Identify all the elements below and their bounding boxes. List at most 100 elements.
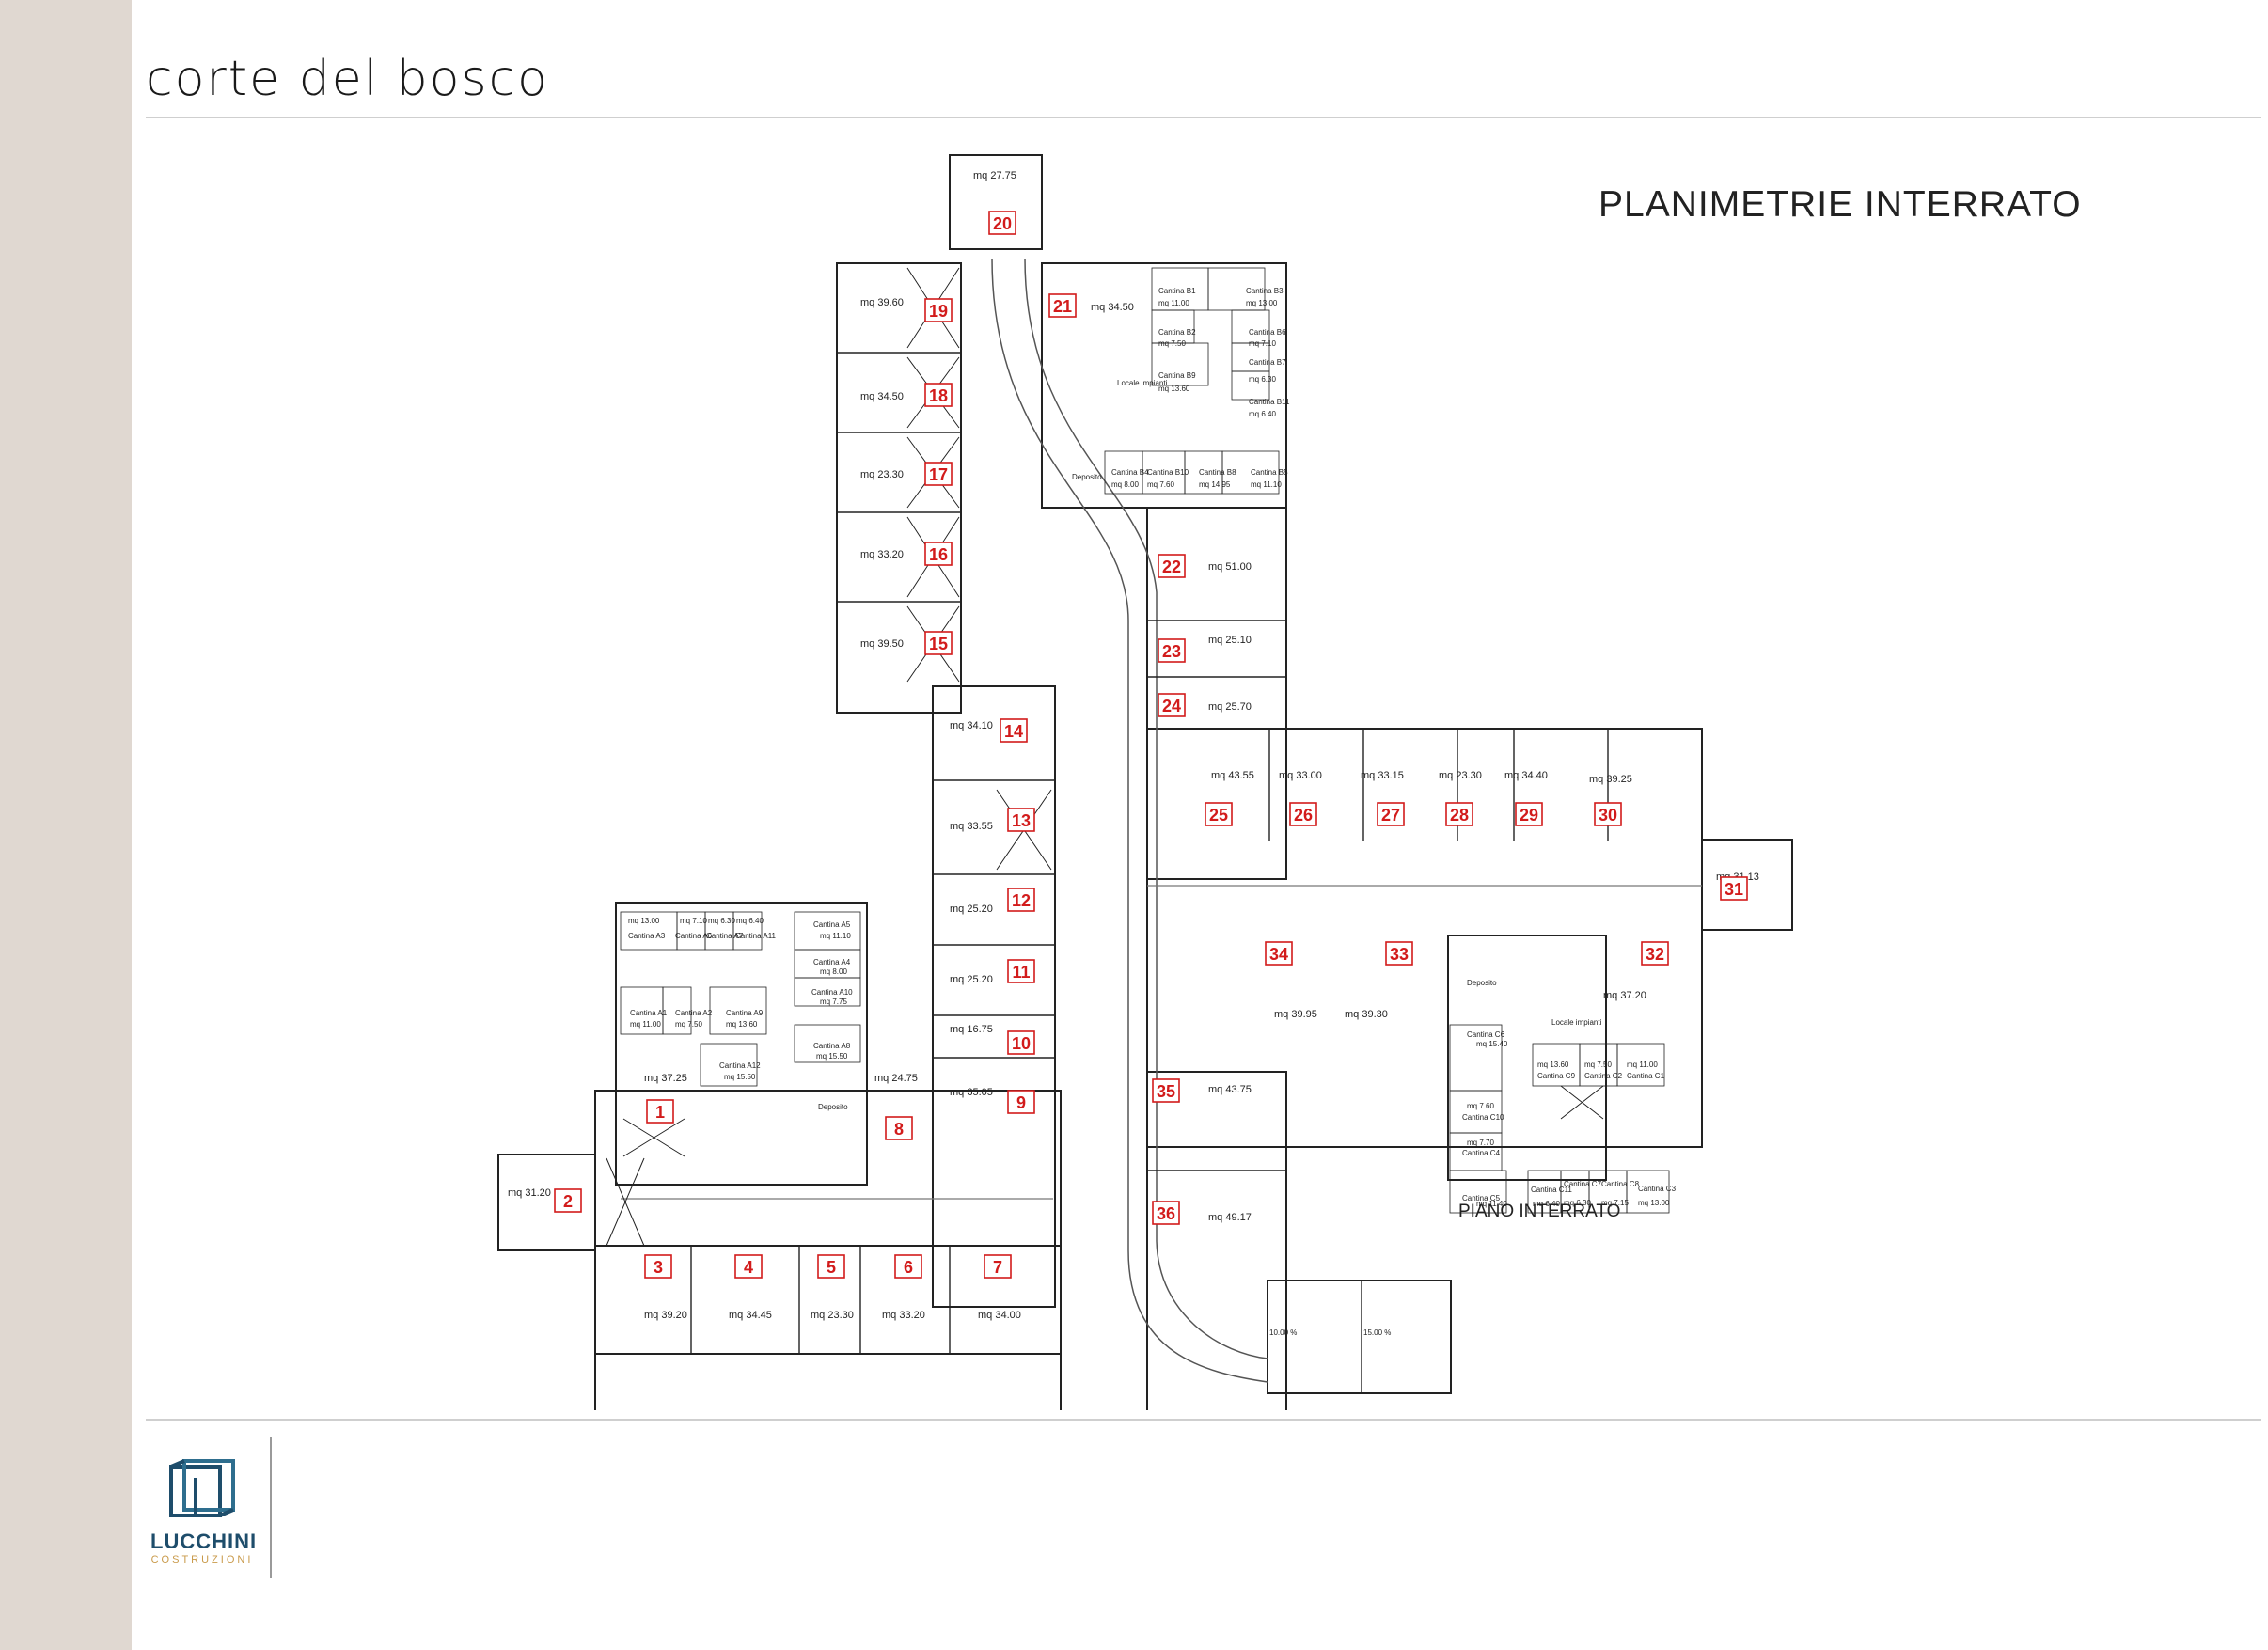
parking-bays <box>606 267 1604 1247</box>
svg-text:mq 7.50: mq 7.50 <box>1158 339 1186 348</box>
svg-text:Locale impianti: Locale impianti <box>1117 379 1168 387</box>
unit-number-33: 33 <box>1385 941 1413 966</box>
svg-text:mq 11.10: mq 11.10 <box>1251 480 1282 489</box>
svg-text:Cantina A12: Cantina A12 <box>719 1061 761 1070</box>
floor-plan: mq 27.75 mq 39.60 mq 34.50 mq 23.30 mq 3… <box>497 154 1793 1410</box>
svg-text:23: 23 <box>1162 642 1181 661</box>
unit-area: mq 24.75 <box>874 1073 918 1084</box>
svg-text:Cantina C7: Cantina C7 <box>1564 1180 1602 1188</box>
unit-area: mq 37.20 <box>1603 990 1646 1001</box>
unit-number-12: 12 <box>1007 888 1035 912</box>
unit-area: mq 34.00 <box>978 1310 1021 1321</box>
unit-number-13: 13 <box>1007 808 1035 832</box>
svg-text:Cantina B9: Cantina B9 <box>1158 371 1196 380</box>
unit-area: mq 33.00 <box>1279 770 1322 781</box>
svg-text:9: 9 <box>1016 1093 1026 1112</box>
unit-area: mq 25.70 <box>1208 701 1252 713</box>
svg-text:mq 11.40: mq 11.40 <box>1476 1200 1507 1208</box>
unit-area: mq 25.20 <box>950 904 993 915</box>
svg-text:Cantina A7: Cantina A7 <box>706 932 744 940</box>
svg-text:mq 7.10: mq 7.10 <box>1249 339 1276 348</box>
unit-number-3: 3 <box>644 1254 672 1279</box>
unit-area: mq 31.20 <box>508 1187 551 1199</box>
svg-text:Cantina A3: Cantina A3 <box>628 932 666 940</box>
unit-area: mq 27.75 <box>973 170 1016 181</box>
unit-number-14: 14 <box>1000 718 1028 743</box>
svg-text:Deposito: Deposito <box>818 1103 848 1111</box>
svg-text:mq 8.00: mq 8.00 <box>1111 480 1139 489</box>
unit-area: mq 34.45 <box>729 1310 772 1321</box>
svg-text:mq 15.50: mq 15.50 <box>724 1073 756 1081</box>
unit-number-28: 28 <box>1445 802 1473 826</box>
unit-number-10: 10 <box>1007 1030 1035 1055</box>
svg-text:10.00 %: 10.00 % <box>1269 1328 1297 1337</box>
unit-area: mq 23.30 <box>860 469 904 480</box>
svg-text:mq 11.00: mq 11.00 <box>1158 299 1189 307</box>
svg-text:Cantina B6: Cantina B6 <box>1249 328 1286 337</box>
unit-number-20: 20 <box>988 211 1016 235</box>
svg-text:21: 21 <box>1053 297 1072 316</box>
svg-text:15.00 %: 15.00 % <box>1363 1328 1391 1337</box>
svg-text:34: 34 <box>1269 945 1288 964</box>
svg-text:35: 35 <box>1157 1082 1175 1101</box>
unit-number-29: 29 <box>1515 802 1543 826</box>
svg-text:26: 26 <box>1294 806 1313 825</box>
unit-area: mq 34.40 <box>1504 770 1548 781</box>
logo-subtitle: COSTRUZIONI <box>150 1554 254 1565</box>
svg-text:19: 19 <box>929 302 948 321</box>
svg-text:Deposito: Deposito <box>1072 473 1102 481</box>
header-divider <box>146 117 2261 118</box>
unit-number-34: 34 <box>1265 941 1293 966</box>
svg-text:mq 11.10: mq 11.10 <box>820 932 851 940</box>
unit-number-35: 35 <box>1152 1078 1180 1103</box>
svg-text:24: 24 <box>1162 697 1181 715</box>
left-decor-strip <box>0 0 132 1650</box>
svg-text:Cantina A10: Cantina A10 <box>811 988 853 997</box>
unit-area: mq 25.10 <box>1208 635 1252 646</box>
svg-text:mq 7.10: mq 7.10 <box>680 917 707 925</box>
svg-text:Cantina C8: Cantina C8 <box>1601 1180 1640 1188</box>
unit-number-22: 22 <box>1158 554 1186 578</box>
corridor-lines <box>621 885 1702 1200</box>
svg-text:6: 6 <box>904 1258 913 1277</box>
svg-text:7: 7 <box>993 1258 1002 1277</box>
svg-text:Cantina B7: Cantina B7 <box>1249 358 1286 367</box>
unit-area: mq 39.60 <box>860 297 904 308</box>
svg-text:18: 18 <box>929 386 948 405</box>
unit-number-5: 5 <box>817 1254 845 1279</box>
svg-text:mq 7.60: mq 7.60 <box>1467 1102 1494 1110</box>
svg-text:mq 6.30: mq 6.30 <box>1249 375 1276 384</box>
svg-text:11: 11 <box>1012 963 1030 982</box>
svg-text:13: 13 <box>1012 811 1031 830</box>
unit-number-6: 6 <box>894 1254 922 1279</box>
svg-text:Cantina C1: Cantina C1 <box>1627 1072 1665 1080</box>
cellar-block-b <box>1104 267 1280 495</box>
floor-label: PIANO INTERRATO <box>1458 1202 1621 1221</box>
svg-text:Cantina A6: Cantina A6 <box>675 932 713 940</box>
svg-text:mq 7.50: mq 7.50 <box>675 1020 702 1029</box>
svg-text:Cantina A2: Cantina A2 <box>675 1009 713 1017</box>
unit-number-2: 2 <box>554 1188 582 1213</box>
svg-text:Cantina C4: Cantina C4 <box>1462 1149 1501 1157</box>
unit-number-15: 15 <box>924 631 953 655</box>
svg-text:30: 30 <box>1599 806 1617 825</box>
unit-number-4: 4 <box>734 1254 763 1279</box>
svg-text:mq 6.40: mq 6.40 <box>736 917 764 925</box>
svg-text:33: 33 <box>1390 945 1409 964</box>
logo-divider <box>270 1437 272 1578</box>
unit-area: mq 43.55 <box>1211 770 1254 781</box>
svg-text:Cantina A1: Cantina A1 <box>630 1009 668 1017</box>
cellar-block-c <box>1449 1024 1670 1214</box>
svg-text:16: 16 <box>929 545 948 564</box>
wall-lines <box>690 352 1609 1393</box>
svg-text:mq 11.00: mq 11.00 <box>630 1020 661 1029</box>
svg-text:Cantina B10: Cantina B10 <box>1147 468 1189 477</box>
svg-text:Cantina A8: Cantina A8 <box>813 1042 851 1050</box>
plan-outline <box>497 154 1793 1410</box>
brand-title: corte del bosco <box>146 51 549 107</box>
unit-area: mq 34.50 <box>1091 302 1134 313</box>
svg-text:mq 7.15: mq 7.15 <box>1601 1199 1629 1207</box>
unit-number-26: 26 <box>1289 802 1317 826</box>
unit-area: mq 34.10 <box>950 720 993 731</box>
unit-number-32: 32 <box>1641 941 1669 966</box>
